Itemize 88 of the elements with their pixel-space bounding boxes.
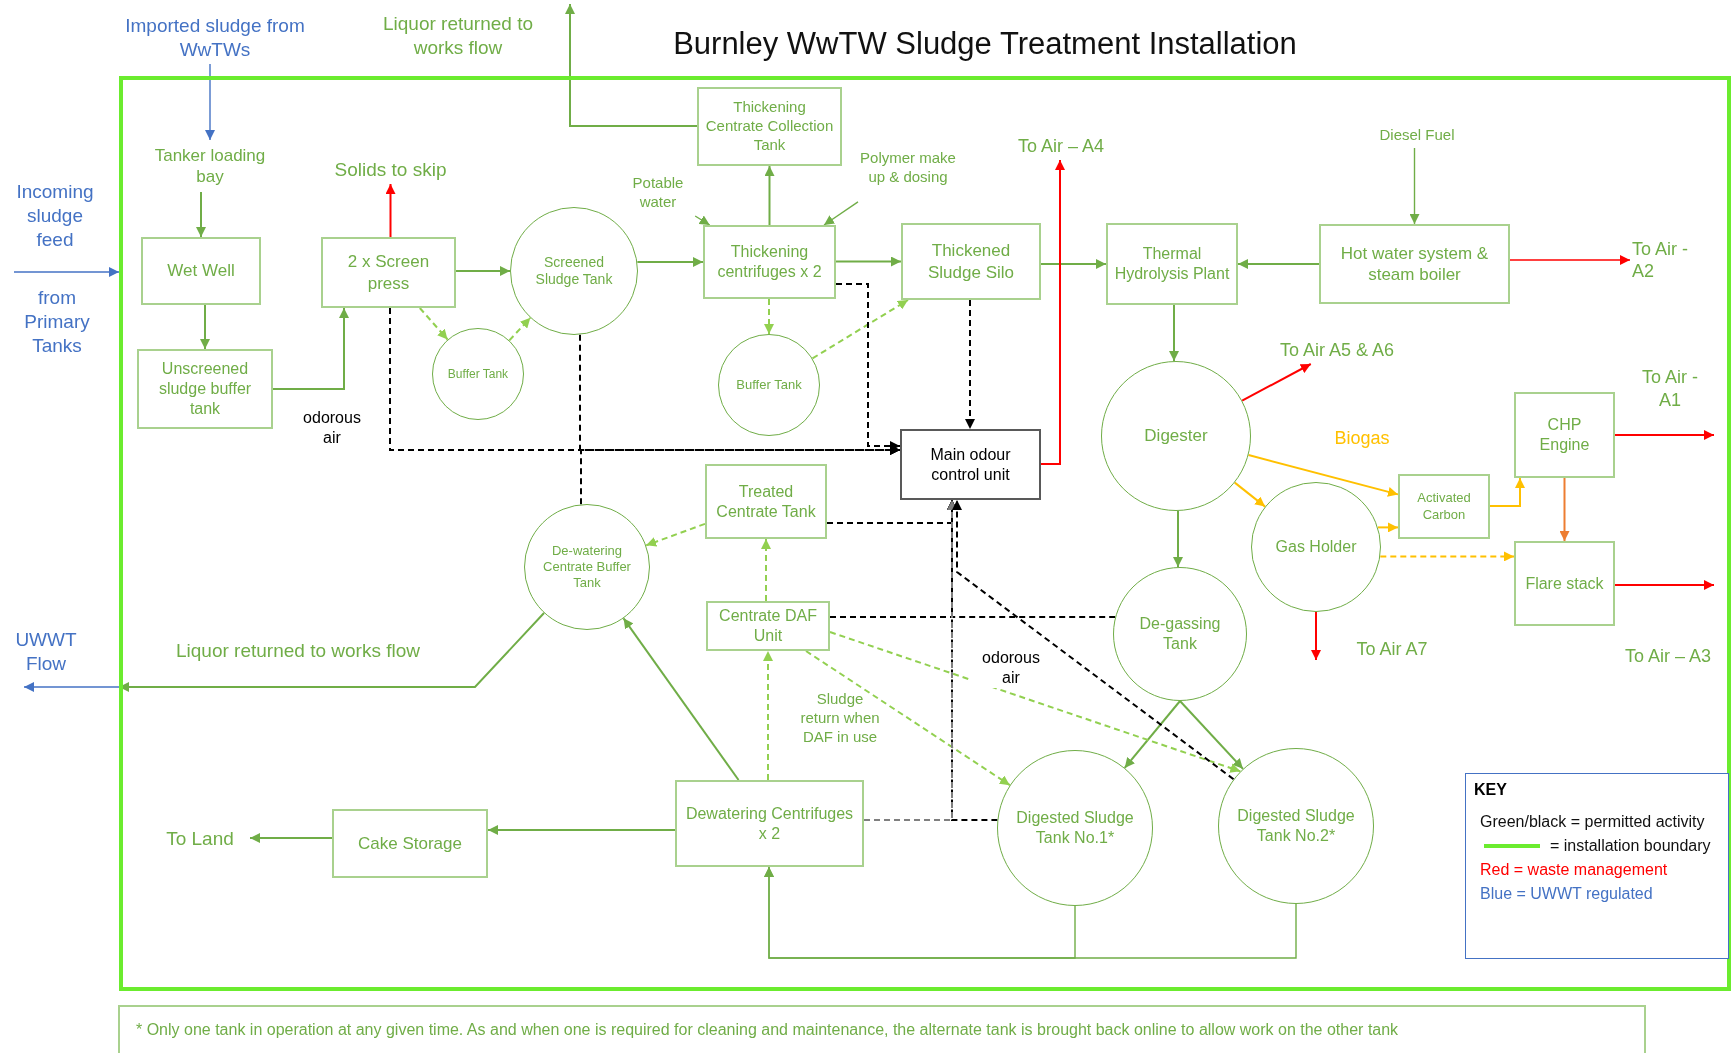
flow-arrow	[23, 682, 120, 692]
flow-arrow	[1040, 259, 1107, 269]
flow-arrow	[1509, 255, 1631, 265]
flow-arrow	[1489, 477, 1525, 507]
flow-text: Imported sludge from WwTWs	[100, 12, 330, 64]
flow-arrow	[1559, 477, 1570, 542]
dashed-arrow	[863, 499, 957, 821]
dashed-arrow	[580, 445, 901, 506]
flow-arrow	[1376, 522, 1399, 533]
flow-arrow	[1040, 159, 1065, 465]
dashed-arrow	[952, 499, 1235, 781]
dashed-arrow	[1379, 551, 1515, 562]
flow-arrow	[1614, 430, 1715, 440]
flow-arrow	[200, 304, 210, 350]
process-box: Treated Centrate Tank	[705, 464, 827, 539]
process-box: Thickened Sludge Silo	[901, 223, 1041, 300]
dashed-arrow	[811, 299, 910, 360]
dashed-arrow	[418, 307, 449, 341]
flow-arrow	[487, 825, 676, 835]
process-box: 2 x Screen press	[321, 237, 456, 308]
flow-arrow	[764, 866, 1297, 959]
flow-arrow	[1169, 304, 1179, 363]
flow-arrow	[1241, 363, 1312, 402]
legend-title: KEY	[1474, 780, 1508, 800]
process-box: Centrate DAF Unit	[706, 601, 830, 651]
flow-arrow	[823, 201, 859, 226]
flow-arrow	[1409, 147, 1420, 225]
process-box: Wet Well	[141, 237, 261, 305]
process-box: Cake Storage	[332, 809, 488, 878]
flow-text: To Land	[150, 824, 250, 854]
flow-arrow	[565, 3, 698, 127]
flow-text: To Air - A2	[1630, 232, 1702, 288]
dashed-arrow	[508, 316, 532, 342]
flow-arrow	[1179, 700, 1244, 770]
flow-text: Polymer make up & dosing	[858, 134, 958, 202]
process-box: Hot water system & steam boiler	[1319, 224, 1510, 304]
flow-text: To Air A5 & A6	[1263, 336, 1411, 364]
flow-arrow	[1614, 580, 1715, 590]
flow-arrow	[764, 165, 775, 226]
legend-text: = installation boundary	[1550, 837, 1711, 854]
flow-arrow	[1247, 454, 1399, 497]
dashed-arrow	[835, 283, 901, 451]
flow-arrow	[385, 183, 396, 238]
flow-arrow	[13, 267, 120, 277]
flow-arrow	[272, 307, 349, 390]
process-box: Unscreened sludge buffer tank	[137, 349, 273, 429]
dashed-arrow	[761, 538, 771, 602]
process-box: Thickening centrifuges x 2	[703, 225, 836, 299]
legend-text: Blue = UWWT regulated	[1480, 884, 1654, 904]
process-box: Thermal Hydrolysis Plant	[1106, 223, 1238, 305]
flow-text: Incoming sludge feed	[15, 180, 95, 252]
dashed-arrow	[645, 522, 706, 547]
flow-arrow	[1311, 611, 1321, 661]
process-box: CHP Engine	[1514, 392, 1615, 478]
dashed-arrow	[829, 631, 1242, 773]
flow-arrow	[1237, 259, 1320, 269]
gas-label: Biogas	[1333, 426, 1391, 450]
flow-arrow	[205, 63, 215, 141]
process-box: Activated Carbon	[1398, 474, 1490, 539]
flow-arrow	[1173, 509, 1183, 569]
process-box: Thickening Centrate Collection Tank	[697, 87, 842, 166]
dashed-arrow	[805, 650, 1011, 787]
flow-arrow	[1233, 481, 1267, 508]
flow-arrow	[249, 833, 333, 843]
flow-arrow	[636, 257, 704, 267]
flow-text: from Primary Tanks	[23, 286, 91, 358]
flow-text: Diesel Fuel	[1362, 122, 1472, 148]
flow-arrow	[835, 256, 902, 267]
footnote: * Only one tank in operation at any given time. As and when one is required for cleaning and maintenance, the alternate tank is brought back online to allow work on the other tank	[118, 1005, 1646, 1053]
flow-text: Tanker loading bay	[140, 140, 280, 192]
dashed-arrow	[763, 650, 773, 781]
process-box: Flare stack	[1514, 541, 1615, 626]
flow-arrow	[455, 266, 511, 276]
flow-arrow	[1123, 700, 1181, 769]
dashed-arrow	[965, 299, 975, 430]
legend-text: Green/black = permitted activity	[1480, 812, 1706, 832]
flow-arrow	[694, 215, 711, 226]
flow-text: Solids to skip	[318, 156, 463, 184]
flow-arrow	[196, 191, 206, 238]
flow-arrow	[622, 617, 740, 781]
flow-text: To Air – A4	[1003, 132, 1119, 160]
process-box: Main odour control unit	[900, 429, 1041, 500]
note-text: Sludge return when DAF in use	[799, 689, 881, 747]
note-text: odorous air	[302, 408, 362, 448]
dashed-arrow	[764, 298, 774, 335]
legend-text: Red = waste management	[1480, 860, 1669, 880]
process-box: Dewatering Centrifuges x 2	[675, 780, 864, 867]
diagram-title: Burnley WwTW Sludge Treatment Installation	[672, 26, 1298, 62]
